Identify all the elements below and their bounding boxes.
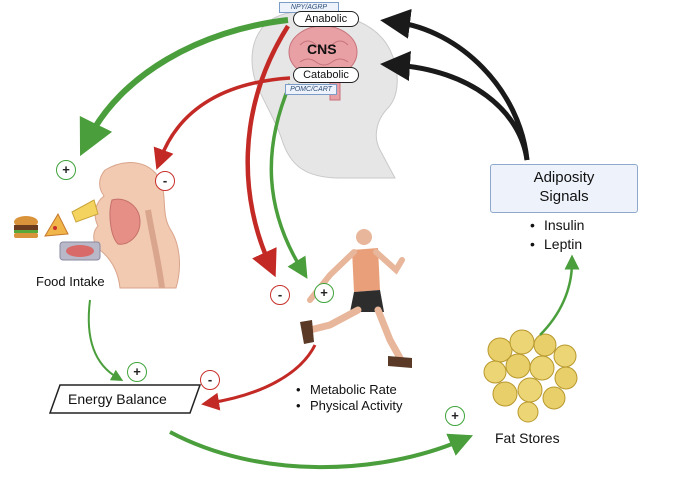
- food-icons: [14, 199, 101, 261]
- adiposity-title-line1: Adiposity: [533, 169, 595, 186]
- arrow-catabolic-to-food: [153, 76, 291, 170]
- adiposity-signals-box: Adiposity Signals: [490, 164, 638, 213]
- arrow-runner-to-energy: [201, 344, 317, 411]
- runner-illustration: [300, 229, 412, 368]
- burger-icon: [14, 216, 38, 238]
- food-plus-sign: +: [56, 160, 76, 180]
- energy-balance-label: Energy Balance: [68, 391, 167, 407]
- adiposity-list: Insulin Leptin: [530, 216, 584, 254]
- pomc-cart-tag: POMC/CART: [285, 84, 337, 95]
- arrow-signals-to-catabolic: [380, 51, 530, 161]
- adiposity-item: Leptin: [530, 235, 584, 254]
- activity-list: Metabolic Rate Physical Activity: [296, 382, 402, 414]
- arrow-catabolic-to-runner: [269, 83, 308, 279]
- catabolic-label: Catabolic: [293, 67, 359, 83]
- energy-balance-box: [48, 384, 202, 414]
- cns-label: CNS: [307, 41, 337, 57]
- fat-plus-sign: +: [445, 406, 465, 426]
- food-intake-label: Food Intake: [36, 274, 105, 289]
- pizza-slice-icon: [44, 212, 69, 237]
- runner-plus-sign: +: [314, 283, 334, 303]
- energy-minus-sign: -: [200, 370, 220, 390]
- arrow-signals-to-anabolic: [380, 8, 530, 161]
- arrow-anabolic-to-runner: [245, 24, 290, 278]
- cheese-icon: [71, 199, 99, 223]
- arrow-food-to-energy: [87, 299, 124, 381]
- food-minus-sign: -: [155, 171, 175, 191]
- fat-stores-label: Fat Stores: [495, 430, 560, 446]
- activity-item: Physical Activity: [296, 398, 402, 414]
- energy-plus-sign: +: [127, 362, 147, 382]
- adiposity-item: Insulin: [530, 216, 584, 235]
- activity-item: Metabolic Rate: [296, 382, 402, 398]
- adiposity-title-line2: Signals: [539, 188, 589, 205]
- anabolic-label: Anabolic: [293, 11, 359, 27]
- arrow-energy-to-fat: [169, 430, 474, 470]
- arrow-anabolic-to-food: [79, 17, 289, 157]
- arrow-fat-to-signals: [539, 254, 580, 336]
- runner-minus-sign: -: [270, 285, 290, 305]
- fat-cells-illustration: [483, 329, 578, 423]
